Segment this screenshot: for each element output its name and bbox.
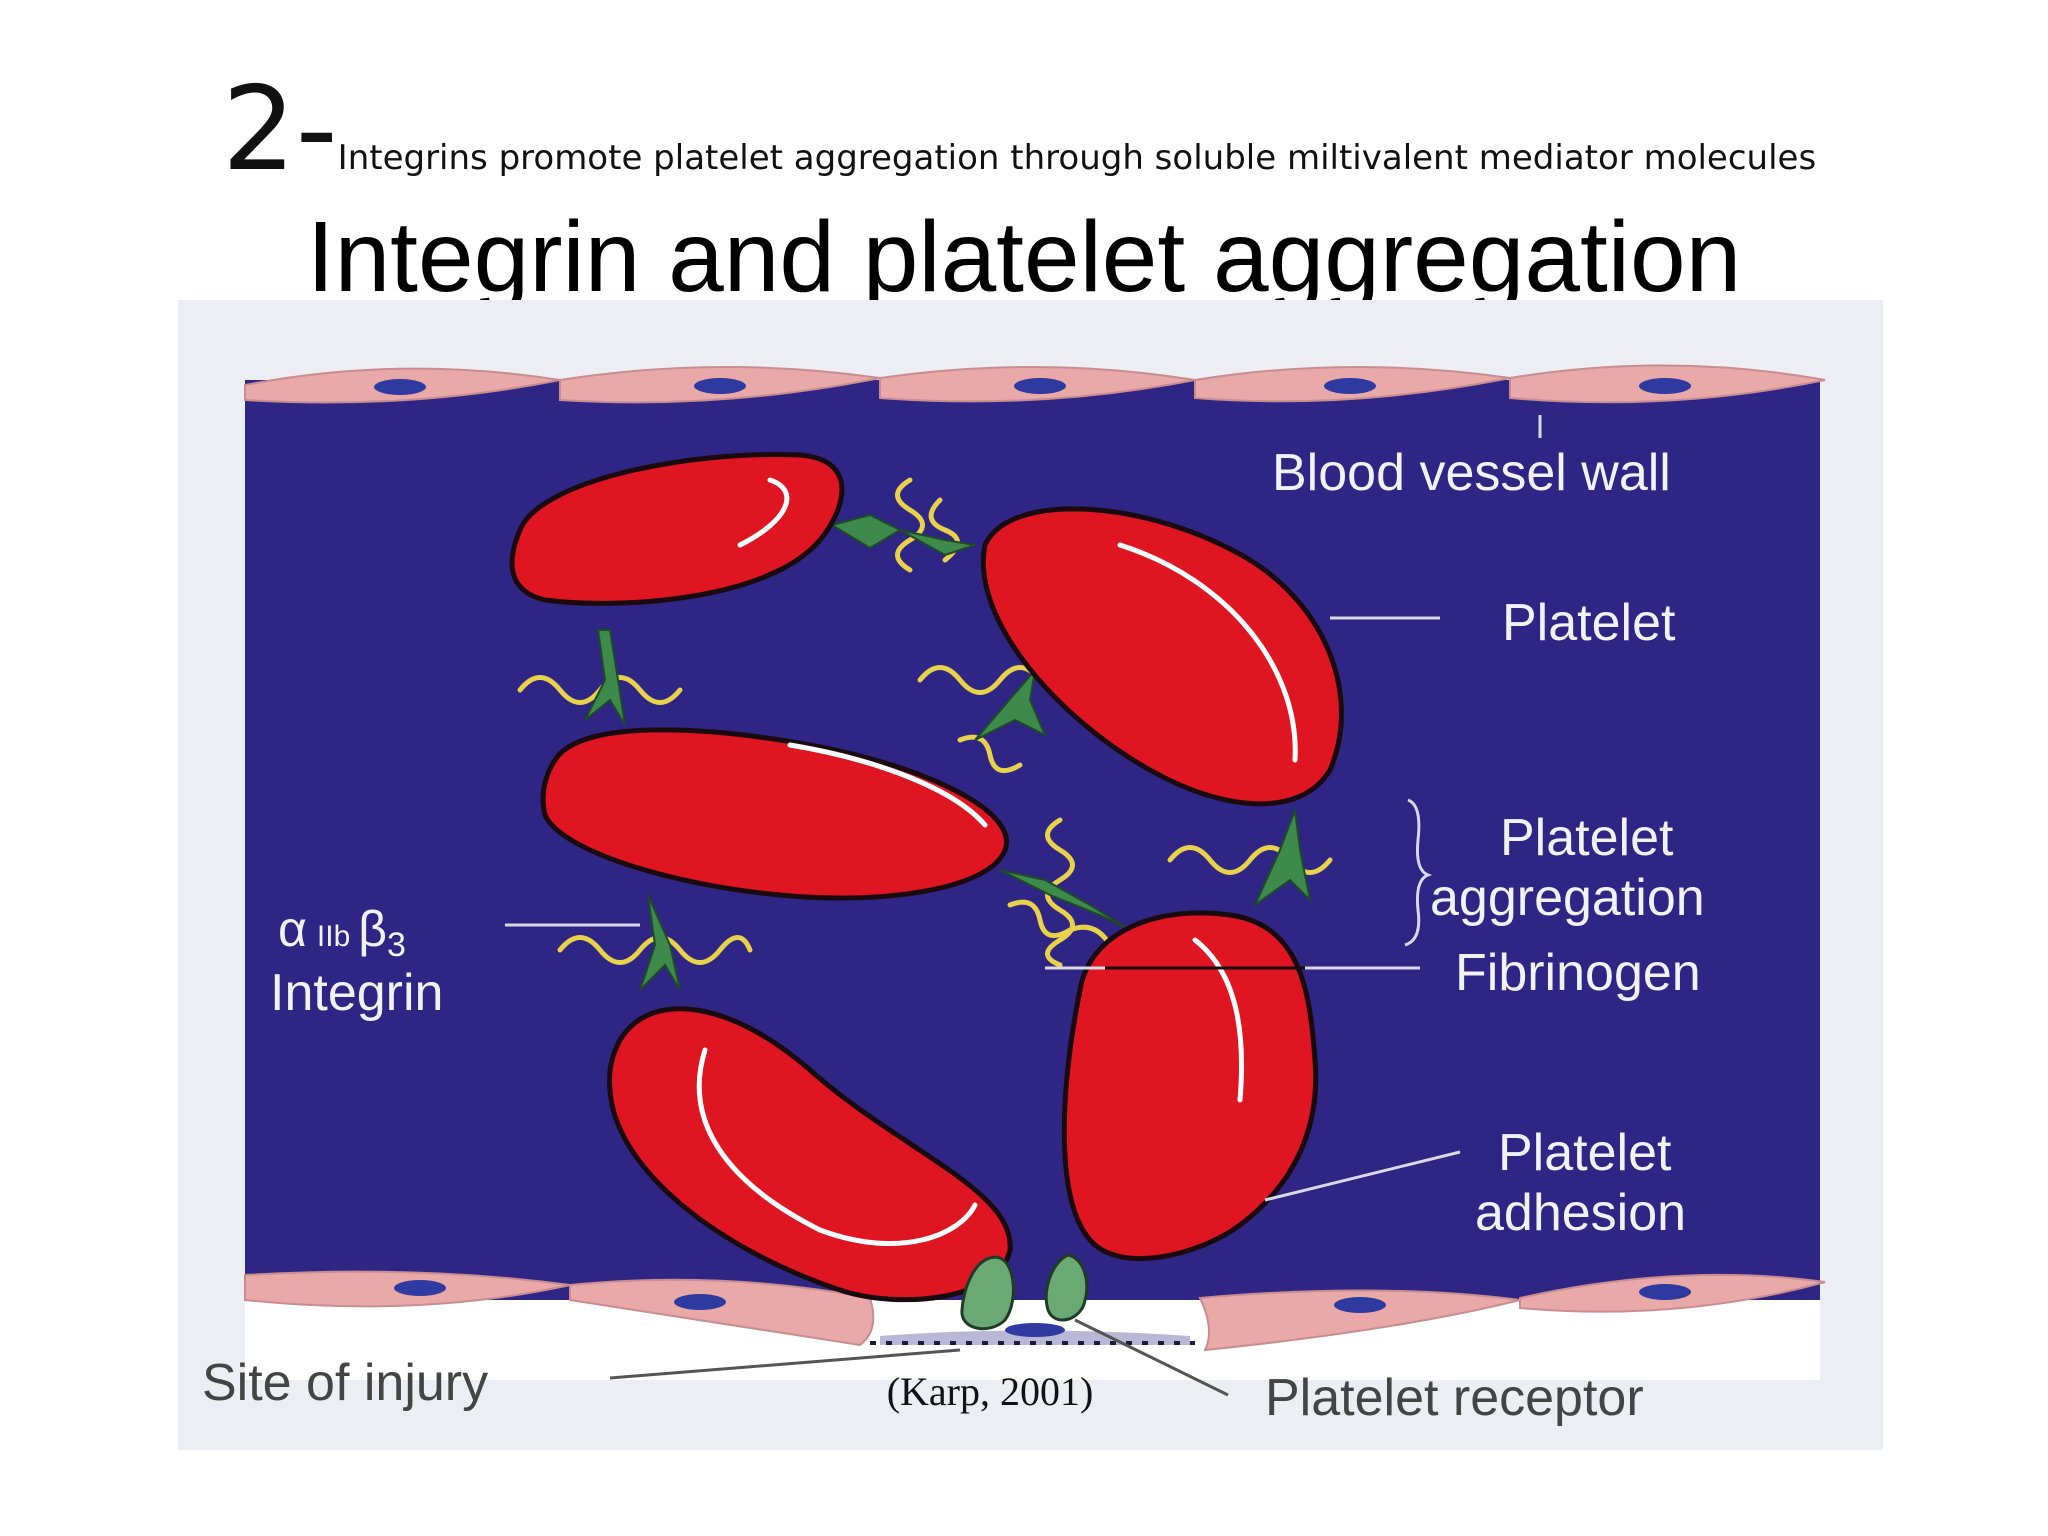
exposed-nucleus — [1005, 1323, 1065, 1337]
cell-nucleus — [394, 1280, 446, 1296]
label-aggregation-line1: Platelet — [1500, 809, 1674, 867]
adhesion-leader — [1264, 1150, 1461, 1202]
integrin-group — [584, 513, 1312, 991]
cell-nucleus — [1639, 378, 1691, 394]
slide-number: 2- — [222, 62, 338, 197]
integrin — [584, 629, 626, 726]
endothelial-cell — [569, 1278, 875, 1347]
cell-nucleus — [374, 379, 426, 395]
label-vessel-wall: Blood vessel wall — [1272, 444, 1671, 502]
integrin-alpha: α — [278, 901, 307, 957]
cell-nucleus — [1639, 1284, 1691, 1300]
platelet-top-right — [980, 506, 1344, 807]
endothelial-cell — [1198, 1289, 1521, 1352]
integrin — [639, 894, 681, 991]
bottom-endothelium — [244, 1270, 1826, 1380]
slide-subtitle: Integrins promote platelet aggregation t… — [337, 138, 1817, 178]
platelet-bottom-right — [1061, 910, 1319, 1262]
slide-title: Integrin and platelet aggregation — [306, 201, 1742, 313]
platelet-receptor — [960, 1255, 1015, 1331]
cell-nucleus — [1014, 378, 1066, 394]
cell-nucleus — [674, 1294, 726, 1310]
cell-nucleus — [694, 378, 746, 394]
label-fibrinogen: Fibrinogen — [1455, 944, 1701, 1002]
receptor-leader — [1074, 1318, 1229, 1397]
fibrinogen — [1045, 817, 1075, 968]
platelet-middle — [540, 727, 1009, 901]
label-integrin-line2: Integrin — [270, 964, 443, 1022]
cell-nucleus — [1334, 1297, 1386, 1313]
platelet-receptor — [1044, 1253, 1089, 1322]
label-aggregation-line2: aggregation — [1430, 869, 1705, 927]
citation: (Karp, 2001) — [887, 1369, 1094, 1414]
label-adhesion-line1: Platelet — [1498, 1124, 1672, 1182]
integrin — [899, 529, 976, 557]
receptor-group — [960, 1253, 1089, 1331]
integrin-beta: β — [358, 901, 387, 957]
cell-nucleus — [1324, 378, 1376, 394]
fibrinogen — [1007, 899, 1113, 948]
fibrinogen — [895, 477, 925, 573]
injury-leader — [609, 1348, 961, 1380]
label-site-of-injury: Site of injury — [202, 1354, 488, 1412]
platelet-top-left — [509, 451, 845, 606]
integrin-subscript: IIb — [317, 920, 350, 953]
integrin — [974, 666, 1047, 741]
integrin — [1252, 809, 1312, 908]
integrin-subscript-number: 3 — [387, 926, 406, 964]
outer-leader-lines — [609, 1318, 1229, 1397]
fibrinogen — [917, 665, 1043, 695]
top-endothelium — [244, 364, 1826, 404]
aggregation-brace — [1404, 798, 1433, 947]
slide-heading: 2-Integrins promote platelet aggregation… — [222, 72, 1816, 188]
label-platelet: Platelet — [1502, 594, 1676, 652]
platelets — [509, 451, 1344, 1303]
label-platelet-receptor: Platelet receptor — [1265, 1369, 1644, 1427]
fibrinogen — [957, 734, 1023, 774]
label-adhesion-line2: adhesion — [1475, 1184, 1686, 1242]
